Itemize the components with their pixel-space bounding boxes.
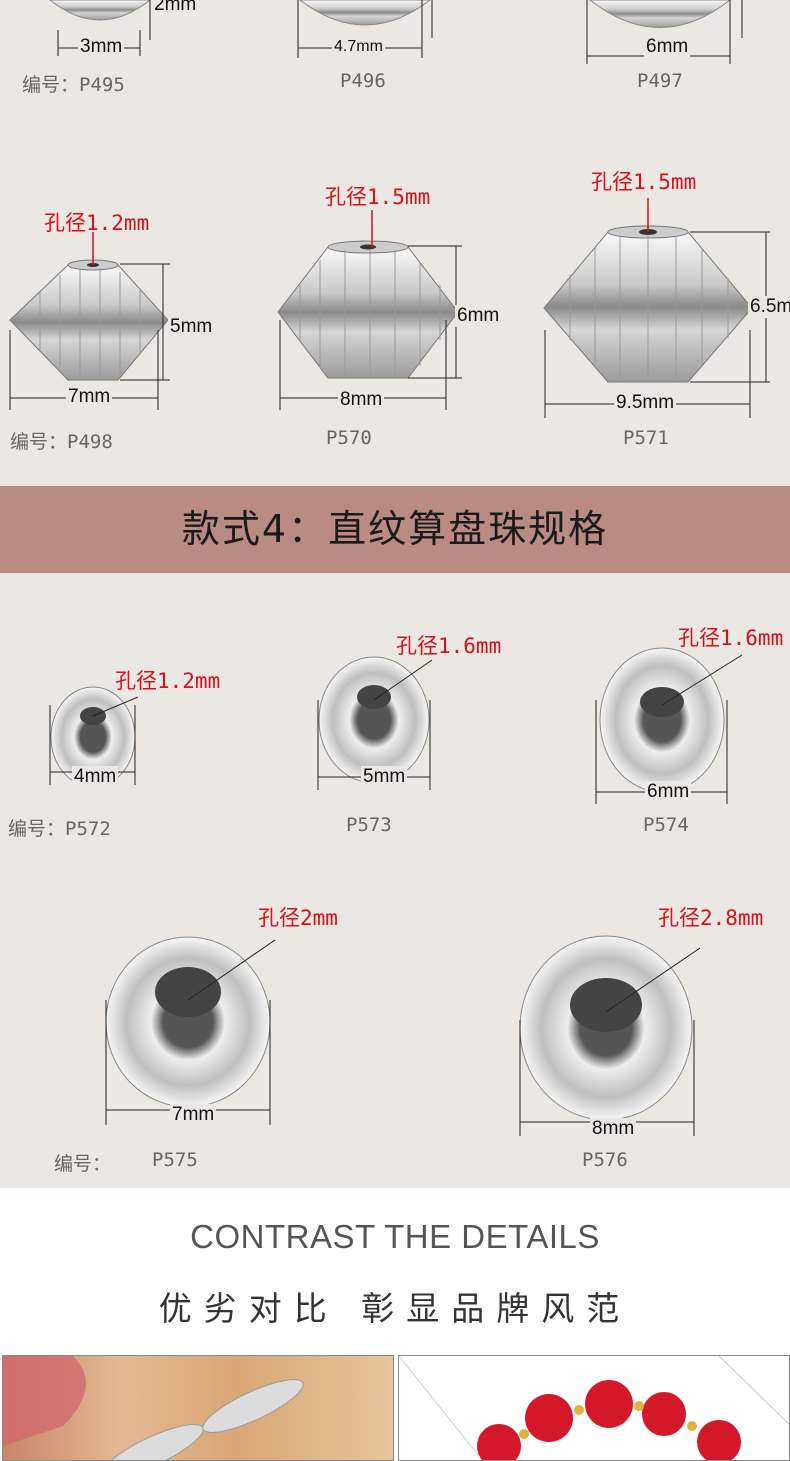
p498-hole-label: 孔径1.2mm: [44, 211, 150, 235]
p495-code: 编号：P495: [22, 74, 125, 96]
p573-code: P573: [346, 814, 392, 836]
p497-width-label: 6mm: [644, 36, 691, 58]
p496-code: P496: [340, 70, 386, 92]
p498-code: 编号：P498: [10, 431, 113, 453]
bead-p498: [9, 232, 170, 410]
p571-height-label: 6.5m: [748, 296, 790, 318]
bead-p575: [105, 936, 276, 1125]
bead-p573: [317, 656, 433, 790]
contrast-title-cn: 优劣对比 彰显品牌风范: [158, 1289, 632, 1328]
p498-height-label: 5mm: [168, 316, 215, 338]
p576-code: P576: [582, 1149, 628, 1171]
red-bead-bracelet-icon: [399, 1356, 789, 1460]
p573-width-label: 5mm: [361, 766, 408, 788]
p497-code: P497: [637, 70, 683, 92]
p573-hole-label: 孔径1.6mm: [396, 634, 502, 658]
p575-code: P575: [152, 1149, 198, 1171]
p572-width-label: 4mm: [72, 766, 119, 788]
p574-hole-label: 孔径1.6mm: [678, 626, 784, 650]
bead-p571: [543, 198, 770, 418]
p574-width-label: 6mm: [645, 781, 692, 803]
p495-width-label: 3mm: [78, 36, 125, 58]
bead-p497: [586, 0, 743, 64]
bead-p495: [49, 0, 151, 56]
p571-width-label: 9.5mm: [614, 392, 677, 414]
p496-width-label: 4.7mm: [332, 38, 385, 56]
p498-width-label: 7mm: [66, 386, 113, 408]
p570-width-label: 8mm: [338, 389, 385, 411]
p571-hole-label: 孔径1.5mm: [591, 170, 697, 194]
p571-code: P571: [623, 427, 669, 449]
p495-height-label: 2mm: [152, 0, 199, 16]
p570-code: P570: [326, 427, 372, 449]
p572-code: 编号：P572: [8, 818, 111, 840]
p572-hole-label: 孔径1.2mm: [115, 669, 221, 693]
p575-code-prefix: 编号：: [54, 1153, 112, 1175]
oval-bead-photo-icon: [3, 1356, 304, 1460]
contrast-title-en: CONTRAST THE DETAILS: [190, 1218, 600, 1255]
bead-p574: [595, 647, 743, 804]
section-title: 款式4：直纹算盘珠规格: [181, 507, 609, 551]
p574-code: P574: [643, 814, 689, 836]
p570-height-label: 6mm: [455, 305, 502, 327]
p576-hole-label: 孔径2.8mm: [658, 906, 764, 930]
p575-width-label: 7mm: [170, 1104, 217, 1126]
bead-p576: [519, 935, 701, 1136]
product-photo-right: [398, 1355, 790, 1461]
p570-hole-label: 孔径1.5mm: [325, 185, 431, 209]
product-photo-left: [2, 1355, 394, 1461]
section-banner: [0, 486, 790, 573]
p576-width-label: 8mm: [590, 1118, 637, 1140]
bead-p496: [297, 0, 433, 58]
bead-p570: [277, 210, 462, 410]
p575-hole-label: 孔径2mm: [258, 906, 338, 930]
